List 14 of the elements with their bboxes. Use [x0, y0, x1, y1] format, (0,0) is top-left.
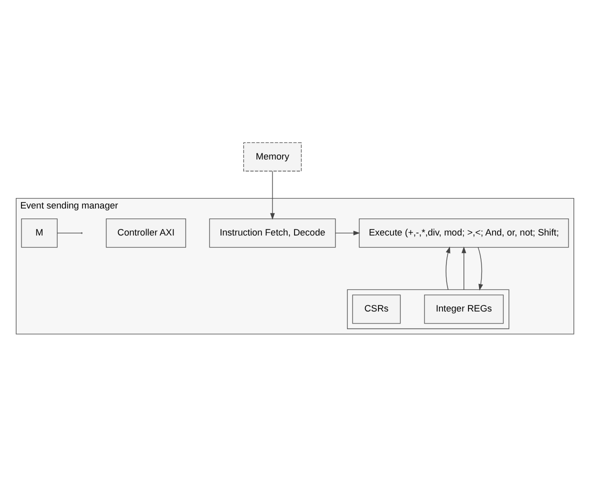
node-box: CSRs [352, 294, 401, 324]
arrow [462, 246, 466, 290]
node-box: M [21, 218, 58, 248]
node-box: Controller AXI [106, 218, 186, 248]
node-box: Integer REGs [424, 294, 504, 324]
node-box: Memory [243, 142, 302, 171]
connector [56, 232, 82, 233]
node-box: Execute (+,-,*,div, mod; >,<; And, or, not; Shift; [358, 218, 569, 248]
arrow [270, 170, 275, 220]
arrow [478, 246, 484, 290]
arrow [446, 246, 450, 290]
cluster [347, 288, 510, 329]
arrow [335, 230, 360, 235]
node-box: Instruction Fetch, Decode [209, 218, 336, 248]
